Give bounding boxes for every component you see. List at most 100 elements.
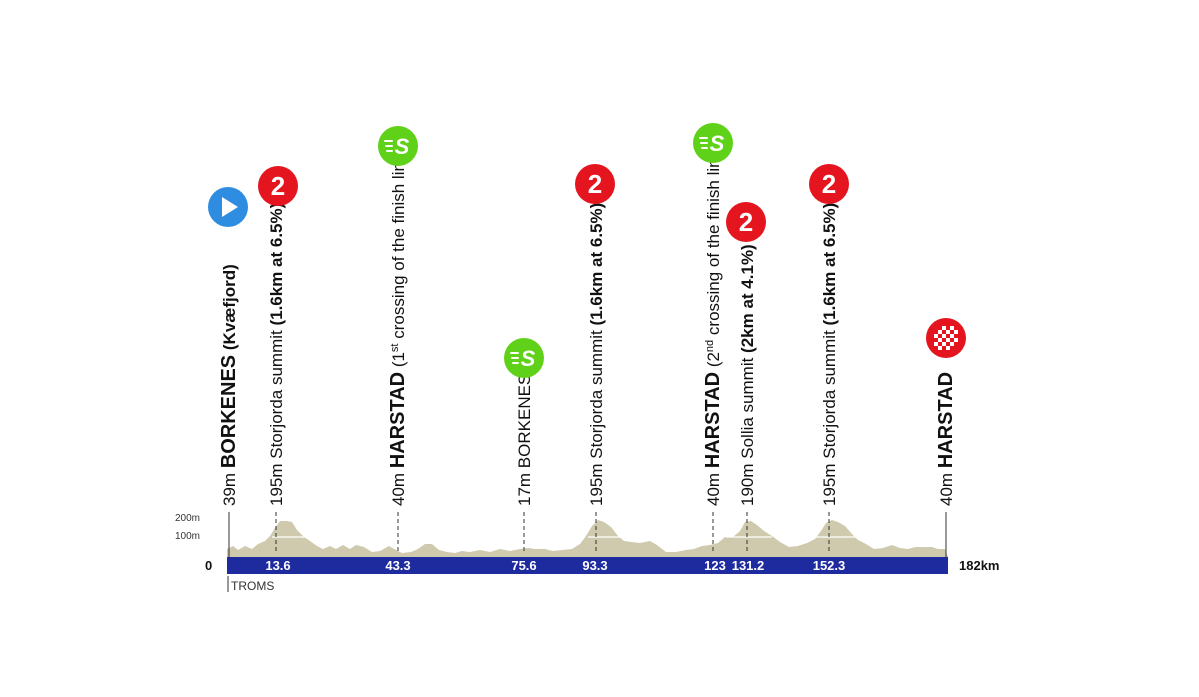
sprint-icon (378, 126, 418, 166)
distance-label: 131.2 (732, 558, 765, 573)
waypoint-altitude: 40m (937, 468, 956, 506)
waypoint-altitude: 39m (220, 468, 239, 506)
checker-square (938, 326, 942, 330)
waypoint-sup: st (389, 344, 401, 353)
waypoint-name: HARSTAD (702, 372, 724, 468)
mountain-category-label: 2 (271, 171, 285, 201)
checker-square (934, 342, 938, 346)
checker-square (942, 346, 946, 350)
checker-square (934, 330, 938, 334)
checker-square (934, 338, 938, 342)
distance-label: 75.6 (511, 558, 536, 573)
elevation-terrain (227, 520, 948, 557)
distance-label: 93.3 (582, 558, 607, 573)
checker-square (950, 330, 954, 334)
checker-square (942, 326, 946, 330)
waypoint-altitude: 190m (738, 459, 757, 506)
waypoint-label-finish: 40m HARSTAD (935, 372, 957, 506)
mountain-cat2-icon (258, 166, 298, 206)
end-km-label: 182km (959, 558, 999, 573)
checker-square (954, 334, 958, 338)
checker-square (950, 338, 954, 342)
mountain-cat2-icon (726, 202, 766, 242)
waypoint-name: HARSTAD (935, 372, 957, 468)
waypoint-altitude: 17m (515, 468, 534, 506)
waypoint-altitude: 40m (389, 468, 408, 506)
waypoint-note: (2km at 4.1%) (738, 244, 757, 353)
checker-square (942, 330, 946, 334)
waypoint-altitude: 195m (267, 459, 286, 506)
waypoint-altitude: 195m (820, 459, 839, 506)
waypoint-name: HARSTAD (387, 372, 409, 468)
waypoint-note-tail: crossing of the finish line) (389, 147, 408, 344)
waypoint-label-sprint3: 40m HARSTAD (2nd crossing of the finish … (702, 143, 724, 506)
waypoint-markers: 39m BORKENES (Kvæfjord) 195m Storjorda su… (208, 123, 966, 557)
waypoint-name: Storjorda summit (267, 326, 286, 459)
play-triangle-icon (222, 197, 238, 217)
distance-label: 123 (704, 558, 726, 573)
checker-square (942, 334, 946, 338)
checker-square (946, 326, 950, 330)
waypoint-label-kom2: 195m Storjorda summit (1.6km at 6.5%) (587, 203, 606, 506)
y-tick-100m: 100m (175, 531, 200, 542)
checker-square (950, 346, 954, 350)
checker-square (938, 342, 942, 346)
checker-square (950, 342, 954, 346)
waypoint-name: Storjorda summit (587, 326, 606, 459)
sprint-letter: S (395, 134, 410, 159)
waypoint-name: BORKENES (515, 374, 534, 468)
waypoint-label-kom3: 190m Sollia summit (2km at 4.1%) (738, 244, 757, 506)
sprint-letter: S (710, 131, 725, 156)
checker-square (946, 346, 950, 350)
distance-bar (227, 557, 948, 574)
waypoint-note: (1.6km at 6.5%) (820, 203, 839, 326)
waypoint-name: BORKENES (218, 355, 240, 468)
mountain-category-label: 2 (739, 207, 753, 237)
waypoint-note: (1 (389, 352, 408, 372)
checker-square (938, 338, 942, 342)
checker-square (946, 338, 950, 342)
checker-square (950, 334, 954, 338)
checker-square (950, 326, 954, 330)
mountain-category-label: 2 (588, 169, 602, 199)
waypoint-note: (Kvæfjord) (220, 264, 239, 355)
checker-square (946, 334, 950, 338)
checker-square (938, 346, 942, 350)
waypoint-note: (1.6km at 6.5%) (587, 203, 606, 326)
waypoint-label-sprint1: 40m HARSTAD (1st crossing of the finish … (387, 147, 409, 506)
waypoint-label-start: 39m BORKENES (Kvæfjord) (218, 264, 240, 506)
sprint-icon (693, 123, 733, 163)
checker-square (946, 342, 950, 346)
waypoint-altitude: 40m (704, 468, 723, 506)
checker-square (946, 330, 950, 334)
checker-square (954, 330, 958, 334)
sprint-letter: S (521, 346, 536, 371)
waypoint-altitude: 195m (587, 459, 606, 506)
checker-square (954, 338, 958, 342)
distance-labels: 13.6 43.3 75.6 93.3 123 131.2 152.3 (265, 558, 845, 573)
waypoint-label-kom4: 195m Storjorda summit (1.6km at 6.5%) (820, 203, 839, 506)
waypoint-note-tail: crossing of the finish line) (704, 143, 723, 340)
waypoint-label-kom1: 195m Storjorda summit (1.6km at 6.5%) (267, 203, 286, 506)
checker-square (942, 338, 946, 342)
checker-square (938, 334, 942, 338)
waypoint-note: (1.6km at 6.5%) (267, 203, 286, 326)
waypoint-sup: nd (704, 340, 716, 352)
waypoint-note: (2 (704, 352, 723, 372)
waypoint-name: Sollia summit (738, 353, 757, 459)
region-label: TROMS (231, 579, 274, 593)
checker-square (938, 330, 942, 334)
mountain-cat2-icon (809, 164, 849, 204)
distance-label: 43.3 (385, 558, 410, 573)
checker-square (942, 342, 946, 346)
distance-label: 13.6 (265, 558, 290, 573)
checker-square (934, 334, 938, 338)
waypoint-label-sprint2: 17m BORKENES (515, 374, 534, 506)
sprint-icon (504, 338, 544, 378)
waypoint-name: Storjorda summit (820, 326, 839, 459)
checker-square (954, 342, 958, 346)
y-tick-200m: 200m (175, 513, 200, 524)
distance-label: 152.3 (813, 558, 846, 573)
mountain-cat2-icon (575, 164, 615, 204)
